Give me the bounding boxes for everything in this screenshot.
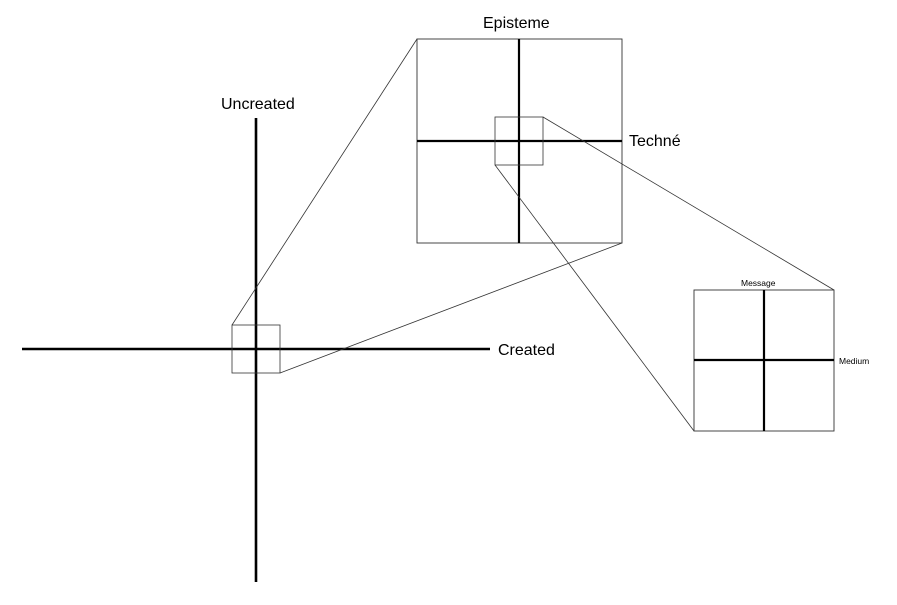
- level-3-vertical-label: Message: [741, 278, 776, 288]
- zoom-connectors-1-to-2: [231, 38, 623, 374]
- connector-line: [494, 164, 695, 432]
- connector-line: [279, 242, 623, 374]
- level-2-zoom-box: [494, 116, 544, 166]
- level-3-horizontal-label: Medium: [839, 356, 869, 366]
- level-1-vertical-label: Uncreated: [221, 96, 295, 113]
- connector-line: [542, 116, 835, 291]
- zoom-connectors-2-to-3: [494, 116, 835, 432]
- level-1-zoom-box: [231, 324, 281, 374]
- level-2-panel: Episteme Techné: [416, 15, 681, 244]
- level-1-axes: Uncreated Created: [22, 96, 555, 582]
- level-2-vertical-label: Episteme: [483, 15, 550, 32]
- level-3-panel: Message Medium: [693, 278, 869, 432]
- level-1-horizontal-label: Created: [498, 342, 555, 359]
- connector-line: [231, 38, 418, 326]
- level-2-horizontal-label: Techné: [629, 133, 681, 150]
